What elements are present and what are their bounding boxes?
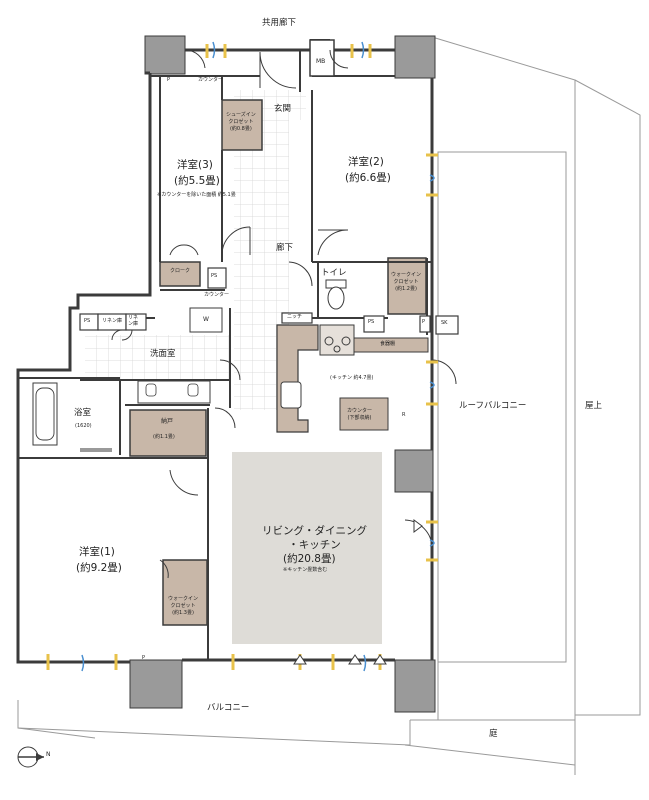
mb-label: MB (316, 58, 326, 65)
north-label: N (46, 751, 51, 758)
counter-mid-label: カウンター (204, 292, 230, 298)
ldk-note: ※キッチン畳数含む (283, 567, 328, 573)
sk-label: SK (441, 320, 448, 326)
balcony-label: バルコニー (207, 703, 250, 713)
kitchen-stove (319, 324, 355, 356)
room3-note: ※カウンターを除いた面積 約5.1畳 (157, 192, 236, 198)
roof-balcony-label: ルーフバルコニー (459, 401, 527, 411)
ldk-name: リビング・ダイニング ・キッチン (262, 525, 367, 552)
p-bottom-label: P (142, 655, 146, 661)
room1-name: 洋室(1) (79, 546, 115, 558)
stove-burners (324, 336, 351, 353)
walls (16, 48, 434, 664)
hallway-label: 廊下 (276, 243, 294, 253)
cloak-label: クローク (170, 268, 191, 274)
r-label: R (402, 412, 406, 418)
storage-name: 納戸 (161, 418, 174, 425)
room1-size: (約9.2畳) (76, 562, 122, 574)
niche-label: ニッチ (287, 314, 303, 320)
cloak-closet (159, 261, 201, 287)
entrance-label: 玄関 (274, 104, 292, 114)
ldk-size: (約20.8畳) (283, 553, 336, 565)
linen2-label: リネ ン庫 (128, 315, 139, 327)
room2-name: 洋室(2) (348, 156, 384, 168)
ps1-label: PS (211, 273, 218, 279)
p-right-label: P (422, 319, 426, 325)
room3-name: 洋室(3) (177, 159, 213, 171)
mb-box (309, 39, 335, 77)
kitchen-sink (280, 381, 302, 409)
columns (129, 35, 436, 713)
ps2-label: PS (84, 318, 91, 324)
kitchen-counter-l (276, 324, 319, 433)
north-compass-icon (17, 746, 44, 768)
bath-name: 浴室 (74, 408, 92, 418)
rooftop-label: 屋上 (585, 401, 603, 411)
counter-top-label: カウンター (198, 77, 224, 83)
entrance-tile (256, 92, 306, 120)
wic2-label: ウォークイン クロゼット (約1.2畳) (391, 272, 422, 292)
toilet-label: トイレ (321, 268, 347, 278)
room2-size: (約6.6畳) (345, 172, 391, 184)
storage-room (129, 409, 207, 457)
storage-size: (約1.1畳) (153, 434, 175, 440)
shoes-closet-label: シューズイン クロゼット (約0.8畳) (226, 112, 256, 132)
linen1-label: リネン庫 (102, 318, 123, 324)
ldk-floor (232, 452, 382, 644)
kitchen-label: (キッチン 約4.7畳) (330, 375, 374, 381)
garden-label: 庭 (489, 729, 498, 739)
room3-size: (約5.5畳) (174, 175, 220, 187)
washroom-label: 洗面室 (150, 349, 176, 359)
dish-shelf-label: 食器棚 (380, 341, 396, 347)
roof-balcony-outline (431, 36, 641, 775)
balcony-outline (17, 700, 576, 766)
w-label: W (203, 316, 209, 323)
corridor-label: 共用廊下 (262, 18, 297, 28)
p-top-label: P (167, 77, 171, 83)
door-swings (111, 49, 457, 579)
toilet-fixture (325, 279, 347, 310)
wic1-label: ウォークイン クロゼット (約1.3畳) (168, 596, 199, 616)
washroom-tile (85, 335, 230, 380)
counter-kitchen-label: カウンター (下部収納) (347, 408, 373, 421)
kitchen-counter (339, 397, 389, 431)
bath-size: (1620) (75, 423, 92, 429)
washing-machine (189, 307, 223, 333)
ps3-label: PS (368, 319, 375, 325)
window-arrows (293, 519, 423, 665)
shoes-closet (221, 99, 263, 151)
window-blue-marks (81, 41, 435, 672)
ps-boxes (79, 267, 459, 335)
